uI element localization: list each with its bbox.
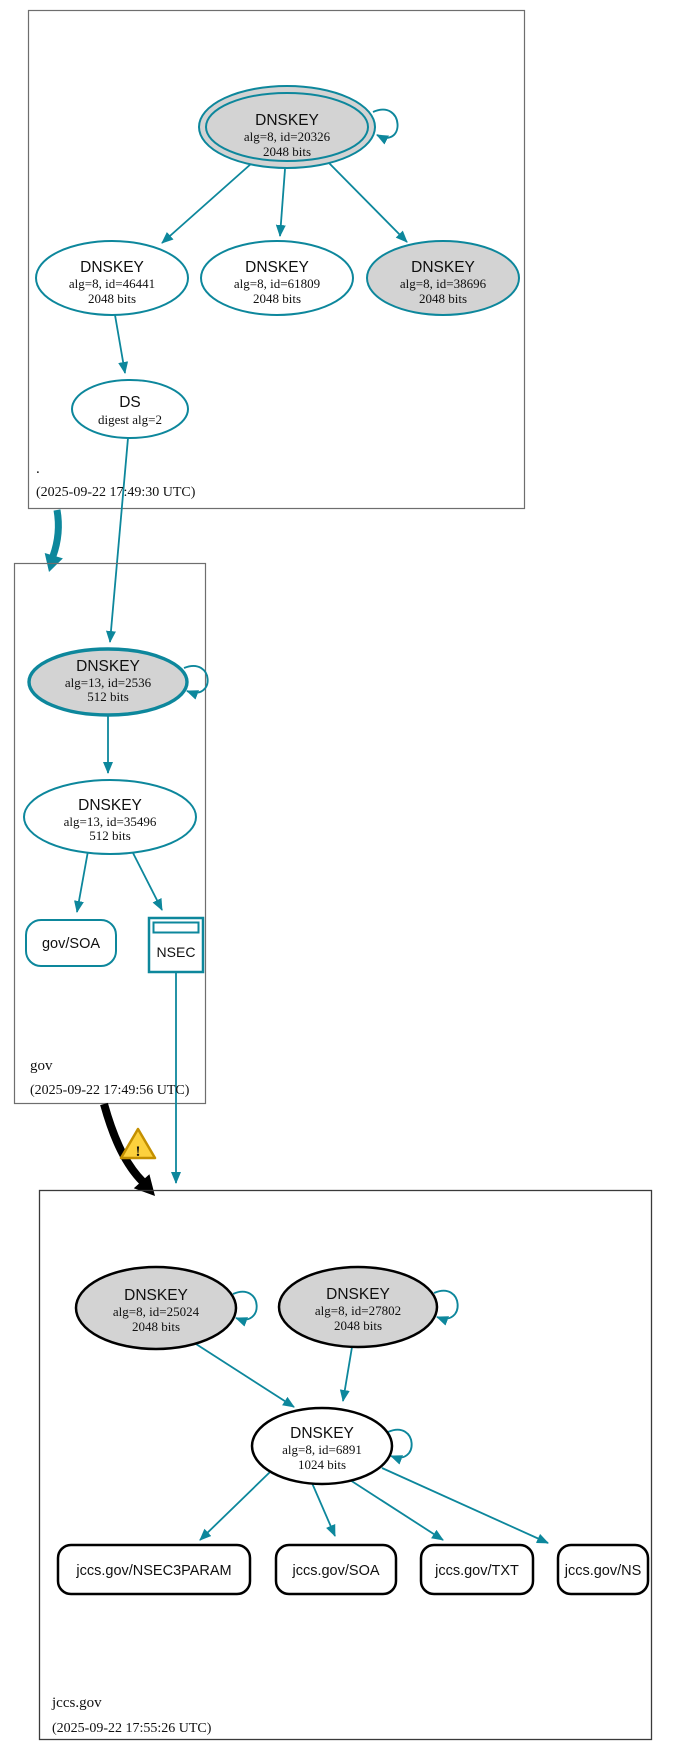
node-rrset-jccs-txt[interactable]: jccs.gov/TXT [419,1543,535,1596]
zone-border-gov [13,562,207,1105]
svg-text:alg=8, id=6891: alg=8, id=6891 [282,1442,362,1457]
node-ds-gov[interactable]: DS digest alg=2 [71,379,189,439]
self-sign-loop-icon [433,1289,459,1326]
zone-timestamp-root: (2025-09-22 17:49:30 UTC) [36,485,196,500]
svg-text:DNSKEY: DNSKEY [326,1286,390,1303]
svg-text:alg=8, id=61809: alg=8, id=61809 [234,276,320,291]
svg-text:1024 bits: 1024 bits [298,1457,346,1472]
svg-text:alg=13, id=2536: alg=13, id=2536 [65,675,152,690]
svg-text:!: ! [136,1144,141,1160]
node-dnskey-jccs-6891[interactable]: DNSKEY alg=8, id=6891 1024 bits [250,1406,413,1486]
zone-box-gov: DNSKEY alg=13, id=2536 512 bits DNSKEY a… [13,562,209,1184]
node-dnskey-root-38696[interactable]: DNSKEY alg=8, id=38696 2048 bits [366,240,520,316]
edge-rootksk-to-46441 [161,162,253,244]
node-rrset-jccs-nsec3param[interactable]: jccs.gov/NSEC3PARAM [56,1543,252,1596]
svg-text:DNSKEY: DNSKEY [245,259,309,276]
node-dnskey-gov-35496[interactable]: DNSKEY alg=13, id=35496 512 bits [23,779,197,855]
svg-text:digest alg=2: digest alg=2 [98,412,162,427]
svg-text:DNSKEY: DNSKEY [290,1425,354,1442]
svg-text:DNSKEY: DNSKEY [255,112,319,129]
svg-text:2048 bits: 2048 bits [253,291,301,306]
warning-icon[interactable]: ! [119,1127,157,1160]
svg-text:DNSKEY: DNSKEY [80,259,144,276]
zone-label-gov: gov [30,1058,53,1074]
edge-zsk-to-nsec3param [199,1471,271,1541]
svg-text:2048 bits: 2048 bits [132,1319,180,1334]
svg-text:alg=13, id=35496: alg=13, id=35496 [64,814,157,829]
svg-text:alg=8, id=25024: alg=8, id=25024 [113,1304,200,1319]
svg-text:DNSKEY: DNSKEY [78,797,142,814]
svg-text:DS: DS [119,394,141,411]
edge-ksk25024-to-zsk [195,1343,295,1408]
svg-text:jccs.gov/NS: jccs.gov/NS [564,1563,642,1579]
nsec-top-band [152,921,200,934]
edge-zsk-to-soa [311,1482,336,1537]
zone-label-jccs: jccs.gov [51,1695,102,1711]
node-dnskey-jccs-27802[interactable]: DNSKEY alg=8, id=27802 2048 bits [277,1265,459,1349]
zone-box-jccs: DNSKEY alg=8, id=25024 2048 bits DNSKEY … [38,1189,653,1741]
svg-text:alg=8, id=20326: alg=8, id=20326 [244,129,331,144]
node-dnskey-root-46441[interactable]: DNSKEY alg=8, id=46441 2048 bits [35,240,189,316]
node-rrset-jccs-soa[interactable]: jccs.gov/SOA [274,1543,398,1596]
self-sign-loop-icon [387,1428,413,1465]
zone-box-root: DNSKEY alg=8, id=20326 2048 bits DNSKEY … [27,9,526,643]
edge-rootksk-to-38696 [326,160,408,243]
svg-text:jccs.gov/NSEC3PARAM: jccs.gov/NSEC3PARAM [75,1563,231,1579]
svg-text:2048 bits: 2048 bits [263,144,311,159]
edge-govzsk-to-nsec [131,850,163,911]
self-sign-loop-icon [183,665,209,700]
node-rrset-jccs-ns[interactable]: jccs.gov/NS [556,1543,650,1596]
zone-timestamp-gov: (2025-09-22 17:49:56 UTC) [30,1083,190,1098]
svg-text:jccs.gov/TXT: jccs.gov/TXT [434,1563,519,1579]
svg-text:alg=8, id=38696: alg=8, id=38696 [400,276,487,291]
edge-ds-to-gov-ksk [105,437,129,643]
edge-ksk27802-to-zsk [339,1346,353,1402]
svg-text:2048 bits: 2048 bits [419,291,467,306]
svg-text:DNSKEY: DNSKEY [124,1287,188,1304]
svg-text:alg=8, id=46441: alg=8, id=46441 [69,276,155,291]
node-dnskey-jccs-25024[interactable]: DNSKEY alg=8, id=25024 2048 bits [74,1265,258,1351]
edge-rootksk-to-61809 [275,168,286,237]
edge-zsk-to-ns [381,1467,549,1544]
svg-text:gov/SOA: gov/SOA [42,936,100,952]
edge-zsk-to-txt [349,1479,444,1541]
svg-text:512 bits: 512 bits [87,689,129,704]
edge-govzsk-to-soa [74,850,89,913]
svg-text:jccs.gov/SOA: jccs.gov/SOA [291,1563,379,1579]
node-rrset-gov-soa[interactable]: gov/SOA [25,919,117,967]
svg-text:2048 bits: 2048 bits [334,1318,382,1333]
svg-text:alg=8, id=27802: alg=8, id=27802 [315,1303,401,1318]
svg-text:DNSKEY: DNSKEY [411,259,475,276]
zone-label-root: . [36,461,40,477]
edge-46441-to-ds [114,314,129,374]
zone-border-jccs [38,1189,653,1741]
svg-text:NSEC: NSEC [157,944,196,960]
node-dnskey-root-61809[interactable]: DNSKEY alg=8, id=61809 2048 bits [200,240,354,316]
delegation-arrow-root-to-gov [44,509,63,572]
svg-text:DNSKEY: DNSKEY [76,658,140,675]
svg-text:512 bits: 512 bits [89,828,131,843]
node-dnskey-gov-2536[interactable]: DNSKEY alg=13, id=2536 512 bits [27,647,209,717]
node-nsec-gov[interactable]: NSEC [147,916,205,974]
self-sign-loop-icon [372,108,399,145]
self-sign-loop-icon [232,1290,258,1327]
zone-border-root [27,9,526,510]
zone-timestamp-jccs: (2025-09-22 17:55:26 UTC) [52,1721,212,1736]
node-dnskey-root-20326[interactable]: DNSKEY alg=8, id=20326 2048 bits [198,85,399,169]
svg-text:2048 bits: 2048 bits [88,291,136,306]
